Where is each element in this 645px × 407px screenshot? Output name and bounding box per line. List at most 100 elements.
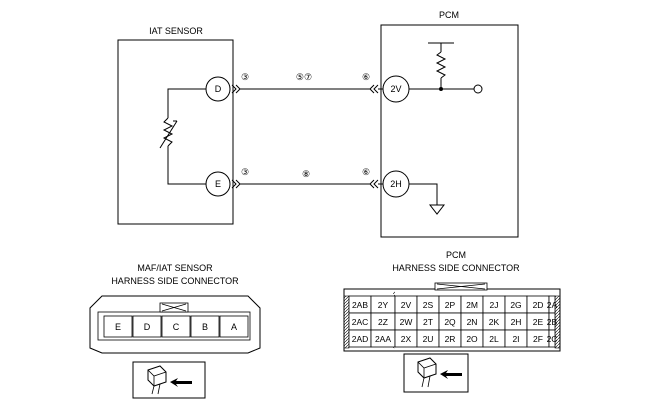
pcm-pin-2r: 2R [438, 329, 462, 348]
pcm-pin-2d: 2D [526, 295, 550, 314]
pcm-pin-label: 2H [511, 317, 522, 327]
pcm-connector-title-line1: PCM [446, 250, 466, 260]
maf-pin-label: E [115, 322, 121, 332]
pcm-pin-2ad: 2AD [348, 329, 372, 348]
pcm-pin-label: 2Y [378, 300, 389, 310]
wire-e-pcm-marker: ⑥ [362, 167, 370, 177]
pcm-pin-2j: 2J [482, 295, 506, 314]
pcm-pin-2i: 2I [504, 329, 528, 348]
wire-e-sensor-marker: ③ [241, 167, 249, 177]
pcm-connector: PCM HARNESS SIDE CONNECTOR 2AB 2Y 2V 2S 2P 2M… [343, 250, 561, 352]
terminal-2v-label: 2V [390, 84, 401, 94]
pcm-pin-2o: 2O [460, 329, 484, 348]
pcm-pin-2m: 2M [460, 295, 484, 314]
maf-connector-title-line2: HARNESS SIDE CONNECTOR [111, 276, 239, 286]
back-probe-icon [132, 361, 206, 399]
terminal-2h: 2H [382, 170, 410, 198]
pcm-pin-label: 2N [467, 317, 478, 327]
maf-connector-title-line1: MAF/IAT SENSOR [137, 263, 213, 273]
pcm-pin-2s: 2S [416, 295, 440, 314]
pcm-pin-label: 2C [547, 334, 558, 344]
wire-e-middle-marker: ⑧ [302, 169, 310, 179]
maf-pin-label: B [202, 322, 208, 332]
pcm-pin-2aa: 2AA [370, 329, 396, 348]
pcm-pin-label: 2AB [352, 300, 368, 310]
pcm-pin-2p: 2P [438, 295, 462, 314]
pcm-pin-label: 2Z [378, 317, 388, 327]
maf-pin-a: A [219, 315, 249, 338]
pullup-resistor [409, 42, 483, 94]
pcm-pin-label: 2A [547, 300, 558, 310]
pcm-pin-label: 2AD [352, 334, 369, 344]
pcm-pin-label: 2F [533, 334, 543, 344]
maf-pin-label: D [144, 322, 151, 332]
pcm-pin-label: 2R [445, 334, 456, 344]
pcm-pin-label: 2O [466, 334, 478, 344]
pcm-pin-2c: 2C [547, 329, 558, 348]
terminal-d: D [205, 76, 231, 102]
connector-chevron-icon [369, 179, 379, 189]
pcm-pin-2k: 2K [482, 312, 506, 331]
pcm-title: PCM [439, 10, 459, 20]
pcm-connector-title-line2: HARNESS SIDE CONNECTOR [392, 263, 520, 273]
pcm-pin-2e: 2E [526, 312, 550, 331]
pcm-pin-label: 2T [423, 317, 433, 327]
wire-d-sensor-marker: ③ [241, 72, 249, 82]
pcm-pin-label: 2D [533, 300, 544, 310]
pcm-pin-label: 2J [490, 300, 499, 310]
pcm-pin-2x: 2X [394, 329, 418, 348]
pcm-pin-label: 2AC [352, 317, 369, 327]
iat-sensor-title: IAT SENSOR [149, 26, 203, 36]
connector-chevron-icon [369, 84, 379, 94]
pcm-pin-2l: 2L [482, 329, 506, 348]
wire-d-2v: ③ ⑤⑦ ⑥ [231, 72, 383, 94]
terminal-2h-label: 2H [390, 179, 402, 189]
maf-pin-b: B [190, 315, 220, 338]
pcm-pin-label: 2Q [444, 317, 456, 327]
pcm-pin-label: 2AA [375, 334, 391, 344]
terminal-2v: 2V [382, 75, 410, 103]
pcm-pin-2q: 2Q [438, 312, 462, 331]
pcm: PCM 2V 2H [380, 10, 519, 238]
connector-chevron-icon [231, 84, 241, 94]
pcm-pin-2ab: 2AB [348, 295, 372, 314]
pcm-pin-2w: 2W [394, 312, 418, 331]
pcm-pin-2n: 2N [460, 312, 484, 331]
pcm-pin-label: 2I [512, 334, 519, 344]
pcm-pin-label: 2L [489, 334, 499, 344]
pcm-back-probe-icon [403, 353, 469, 393]
terminal-e-label: E [215, 179, 221, 189]
ground-icon [409, 183, 446, 215]
pcm-pin-label: 2W [400, 317, 413, 327]
pcm-pin-label: 2M [466, 300, 478, 310]
pcm-pin-label: 2P [445, 300, 456, 310]
maf-pin-c: C [161, 315, 191, 338]
pcm-pin-label: 2E [533, 317, 544, 327]
terminal-d-label: D [215, 84, 222, 94]
maf-pin-label: C [173, 322, 180, 332]
connector-chevron-icon [231, 179, 241, 189]
signal-node-icon [473, 84, 483, 94]
pcm-pin-2g: 2G [504, 295, 528, 314]
terminal-e: E [205, 171, 231, 197]
wire-e-2h: ③ ⑧ ⑥ [231, 167, 383, 189]
pcm-pin-2z: 2Z [370, 312, 396, 331]
pcm-box [380, 24, 519, 238]
pcm-pin-label: 2X [401, 334, 412, 344]
pcm-pin-label: 2G [510, 300, 521, 310]
maf-pin-d: D [132, 315, 162, 338]
pcm-pin-label: 2V [401, 300, 412, 310]
wire-d-pcm-marker: ⑥ [362, 72, 370, 82]
iat-sensor: IAT SENSOR D E [117, 26, 234, 225]
pcm-pin-2v: 2V [394, 295, 418, 314]
pcm-pin-label: 2K [489, 317, 500, 327]
thermistor-symbol [159, 88, 218, 185]
pcm-pin-2u: 2U [416, 329, 440, 348]
pcm-pin-label: 2S [423, 300, 434, 310]
wire-d-middle-markers: ⑤⑦ [296, 72, 312, 82]
maf-iat-connector: MAF/IAT SENSOR HARNESS SIDE CONNECTOR E D… [89, 263, 261, 354]
maf-pin-e: E [103, 315, 133, 338]
pcm-pin-2h: 2H [504, 312, 528, 331]
pcm-pin-2ac: 2AC [348, 312, 372, 331]
pcm-pin-2t: 2T [416, 312, 440, 331]
